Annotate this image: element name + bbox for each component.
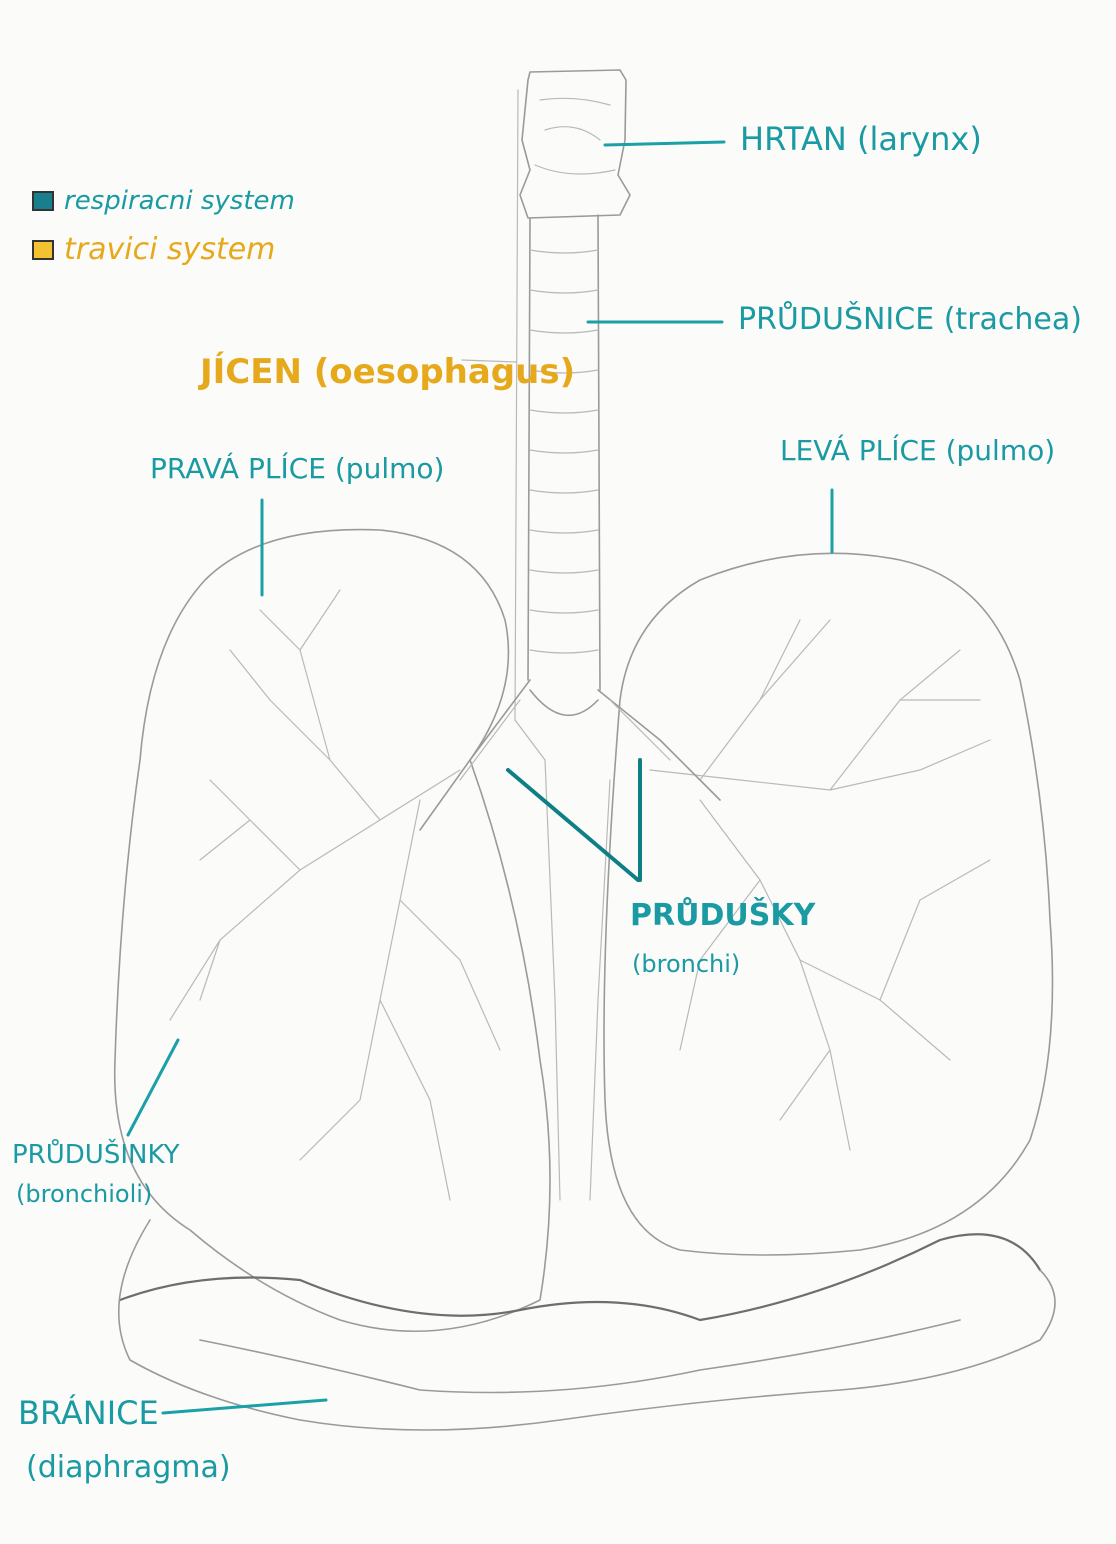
- legend-label-respiratory: respiracni system: [64, 186, 295, 216]
- legend-swatch-digestive: [32, 240, 54, 260]
- legend-label-digestive: travici system: [64, 232, 275, 267]
- legend-item-respiratory: respiracni system: [32, 186, 295, 216]
- label-left-lung: LEVÁ PLÍCE (pulmo): [780, 434, 1055, 467]
- label-larynx: HRTAN (larynx): [740, 120, 982, 158]
- label-bronchioles: PRŮDUŠINKY: [12, 1140, 179, 1170]
- bronchi-drawing: [420, 680, 720, 830]
- label-trachea: PRŮDUŠNICE (trachea): [738, 302, 1082, 337]
- legend-item-digestive: travici system: [32, 232, 275, 267]
- label-bronchioles-latin: (bronchioli): [16, 1180, 152, 1208]
- label-right-lung: PRAVÁ PLÍCE (pulmo): [150, 452, 444, 485]
- diaphragm-drawing: [119, 1220, 1055, 1430]
- label-bronchi: PRŮDUŠKY: [630, 898, 815, 933]
- label-bronchi-latin: (bronchi): [632, 950, 740, 978]
- label-diaphragm: BRÁNICE: [18, 1394, 159, 1432]
- label-oesophagus: JÍCEN (oesophagus): [200, 352, 575, 392]
- trachea-drawing: [528, 215, 600, 690]
- leader-lines: [128, 142, 832, 1413]
- right-lung-drawing: [115, 530, 550, 1332]
- legend-swatch-respiratory: [32, 191, 54, 211]
- label-diaphragm-latin: (diaphragma): [26, 1450, 231, 1485]
